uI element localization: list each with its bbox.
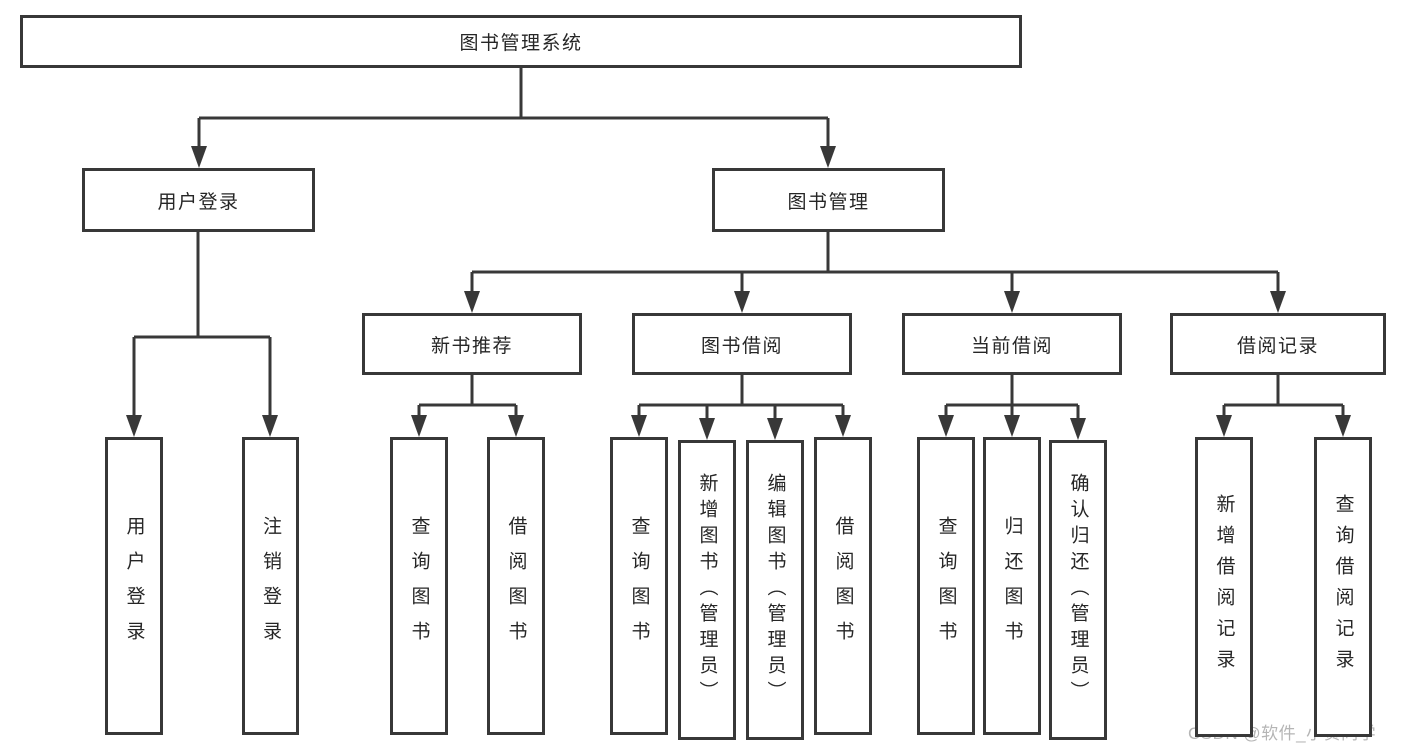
arrowhead-icon [631,415,647,437]
node-label: 查询图书 [935,516,957,656]
node-add-borrow-record: 新增借阅记录 [1195,437,1253,737]
arrowhead-icon [699,418,715,440]
node-confirm-return-admin: 确认归还（管理员） [1049,440,1107,740]
node-system: 图书管理系统 [20,15,1022,68]
arrowhead-icon [820,146,836,168]
arrowhead-icon [1270,291,1286,313]
arrowhead-icon [938,415,954,437]
node-label: 查询图书 [628,516,650,656]
arrowhead-icon [464,291,480,313]
node-query-books-borrow: 查询图书 [610,437,668,735]
node-book-borrow: 图书借阅 [632,313,852,375]
node-label: 归还图书 [1001,516,1023,656]
arrowhead-icon [1335,415,1351,437]
arrowhead-icon [262,415,278,437]
arrowhead-icon [191,146,207,168]
node-label: 编辑图书（管理员） [764,473,786,707]
node-label: 借阅图书 [505,516,527,656]
arrowhead-icon [1216,415,1232,437]
node-label: 用户登录 [123,516,145,656]
arrowhead-icon [1070,418,1086,440]
node-edit-book-admin: 编辑图书（管理员） [746,440,804,740]
node-label: 图书借阅 [700,335,783,357]
node-new-book-rec: 新书推荐 [362,313,582,375]
node-borrow-records: 借阅记录 [1170,313,1386,375]
node-user-login: 用户登录 [105,437,163,735]
node-logout: 注销登录 [242,437,299,735]
node-borrow-books-borrow: 借阅图书 [814,437,872,735]
node-book-mgmt: 图书管理 [712,168,945,232]
arrowhead-icon [1004,291,1020,313]
node-label: 新增借阅记录 [1213,494,1235,680]
arrowhead-icon [734,291,750,313]
arrowhead-icon [1004,415,1020,437]
node-add-book-admin: 新增图书（管理员） [678,440,736,740]
node-label: 当前借阅 [970,335,1053,357]
node-label: 图书管理系统 [459,33,583,54]
node-query-borrow-record: 查询借阅记录 [1314,437,1372,737]
node-label: 注销登录 [260,516,281,656]
arrowhead-icon [508,415,524,437]
node-label: 图书管理 [787,191,870,213]
node-label: 确认归还（管理员） [1067,473,1089,707]
arrowhead-icon [126,415,142,437]
arrowhead-icon [411,415,427,437]
node-return-books: 归还图书 [983,437,1041,735]
node-label: 查询借阅记录 [1332,494,1354,680]
node-label: 新书推荐 [430,335,513,357]
node-borrow-books-rec: 借阅图书 [487,437,545,735]
arrowhead-icon [835,415,851,437]
node-current-borrow: 当前借阅 [902,313,1122,375]
node-query-books-current: 查询图书 [917,437,975,735]
node-label: 用户登录 [157,191,240,213]
node-label: 新增图书（管理员） [696,473,718,707]
node-user-login-group: 用户登录 [82,168,315,232]
node-label: 借阅记录 [1236,335,1319,357]
node-query-books-rec: 查询图书 [390,437,448,735]
node-label: 查询图书 [408,516,430,656]
node-label: 借阅图书 [832,516,854,656]
arrowhead-icon [767,418,783,440]
